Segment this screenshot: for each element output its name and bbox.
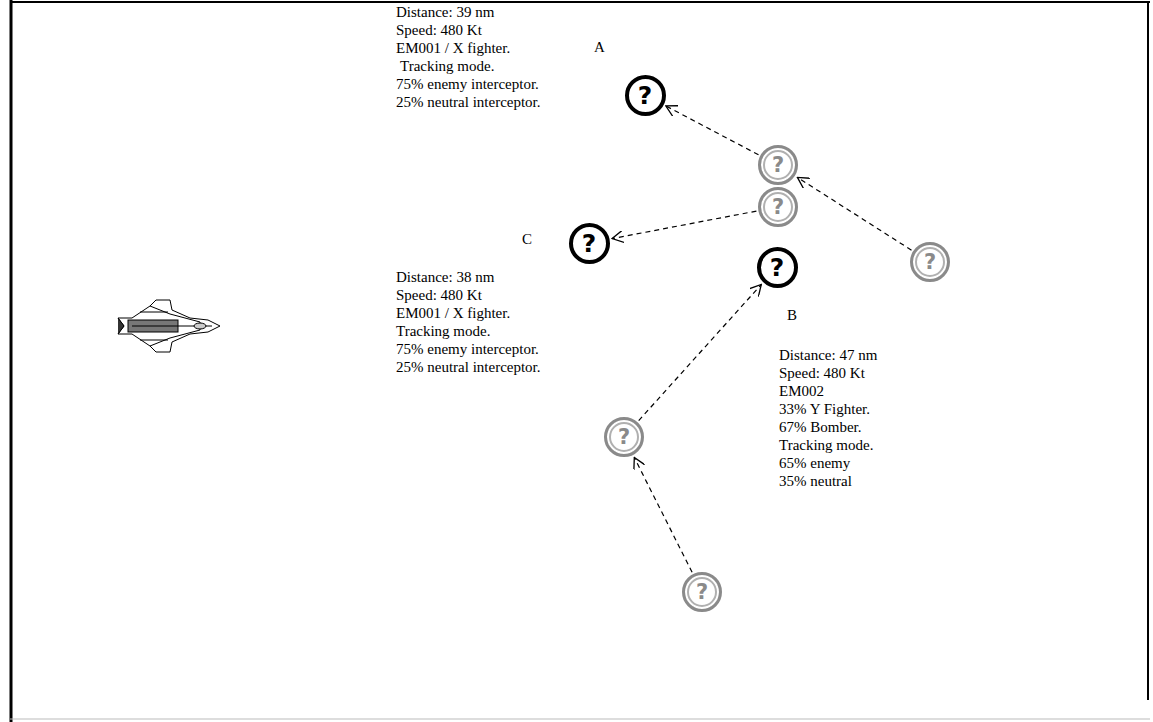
track-letter: B: [787, 306, 797, 324]
track-arrow: [612, 211, 756, 239]
track-arrow: [797, 177, 911, 250]
track-history-circle: ?: [910, 242, 950, 282]
track-info-line: Tracking mode.: [779, 436, 873, 454]
track-info-line: Speed: 480 Kt: [396, 286, 482, 304]
contact-circle: ?: [625, 75, 666, 116]
track-history-circle: ?: [604, 417, 644, 457]
contact-circle: ?: [569, 223, 610, 264]
question-mark: ?: [772, 155, 784, 176]
question-mark: ?: [924, 252, 936, 273]
track-letter: C: [522, 230, 532, 248]
track-info-line: Tracking mode.: [396, 322, 490, 340]
frame-line: [10, 1, 1150, 3]
track-info-line: Tracking mode.: [400, 57, 494, 75]
track-history-circle: ?: [758, 145, 798, 185]
track-history-circle: ?: [682, 572, 722, 612]
track-history-circle: ?: [758, 187, 798, 227]
frame-line: [1147, 2, 1149, 700]
track-arrow: [634, 458, 692, 573]
question-mark: ?: [770, 255, 785, 280]
track-info-line: Distance: 39 nm: [396, 3, 494, 21]
track-info-line: EM001 / X fighter.: [396, 304, 510, 322]
track-info-line: Distance: 47 nm: [779, 346, 877, 364]
contact-circle: ?: [757, 247, 798, 288]
track-info-line: 35% neutral: [779, 472, 852, 490]
frame-line: [10, 719, 1150, 720]
track-info-line: 25% neutral interceptor.: [396, 93, 541, 111]
track-arrow: [639, 285, 762, 421]
question-mark: ?: [582, 231, 597, 256]
track-info-line: EM002: [779, 382, 824, 400]
track-info-line: 75% enemy interceptor.: [396, 75, 539, 93]
track-letter: A: [594, 38, 605, 56]
track-info-line: 65% enemy: [779, 454, 850, 472]
track-info-line: 33% Y Fighter.: [779, 400, 870, 418]
track-info-line: 25% neutral interceptor.: [396, 358, 541, 376]
fighter-jet-icon: [118, 300, 220, 352]
track-info-line: Distance: 38 nm: [396, 268, 494, 286]
frame-line: [10, 0, 13, 722]
track-arrow: [666, 106, 759, 155]
question-mark: ?: [696, 582, 708, 603]
question-mark: ?: [638, 83, 653, 108]
track-info-line: EM001 / X fighter.: [396, 39, 510, 57]
track-info-line: Speed: 480 Kt: [396, 21, 482, 39]
track-info-line: 75% enemy interceptor.: [396, 340, 539, 358]
question-mark: ?: [772, 197, 784, 218]
track-info-line: 67% Bomber.: [779, 418, 862, 436]
question-mark: ?: [618, 427, 630, 448]
track-info-line: Speed: 480 Kt: [779, 364, 865, 382]
